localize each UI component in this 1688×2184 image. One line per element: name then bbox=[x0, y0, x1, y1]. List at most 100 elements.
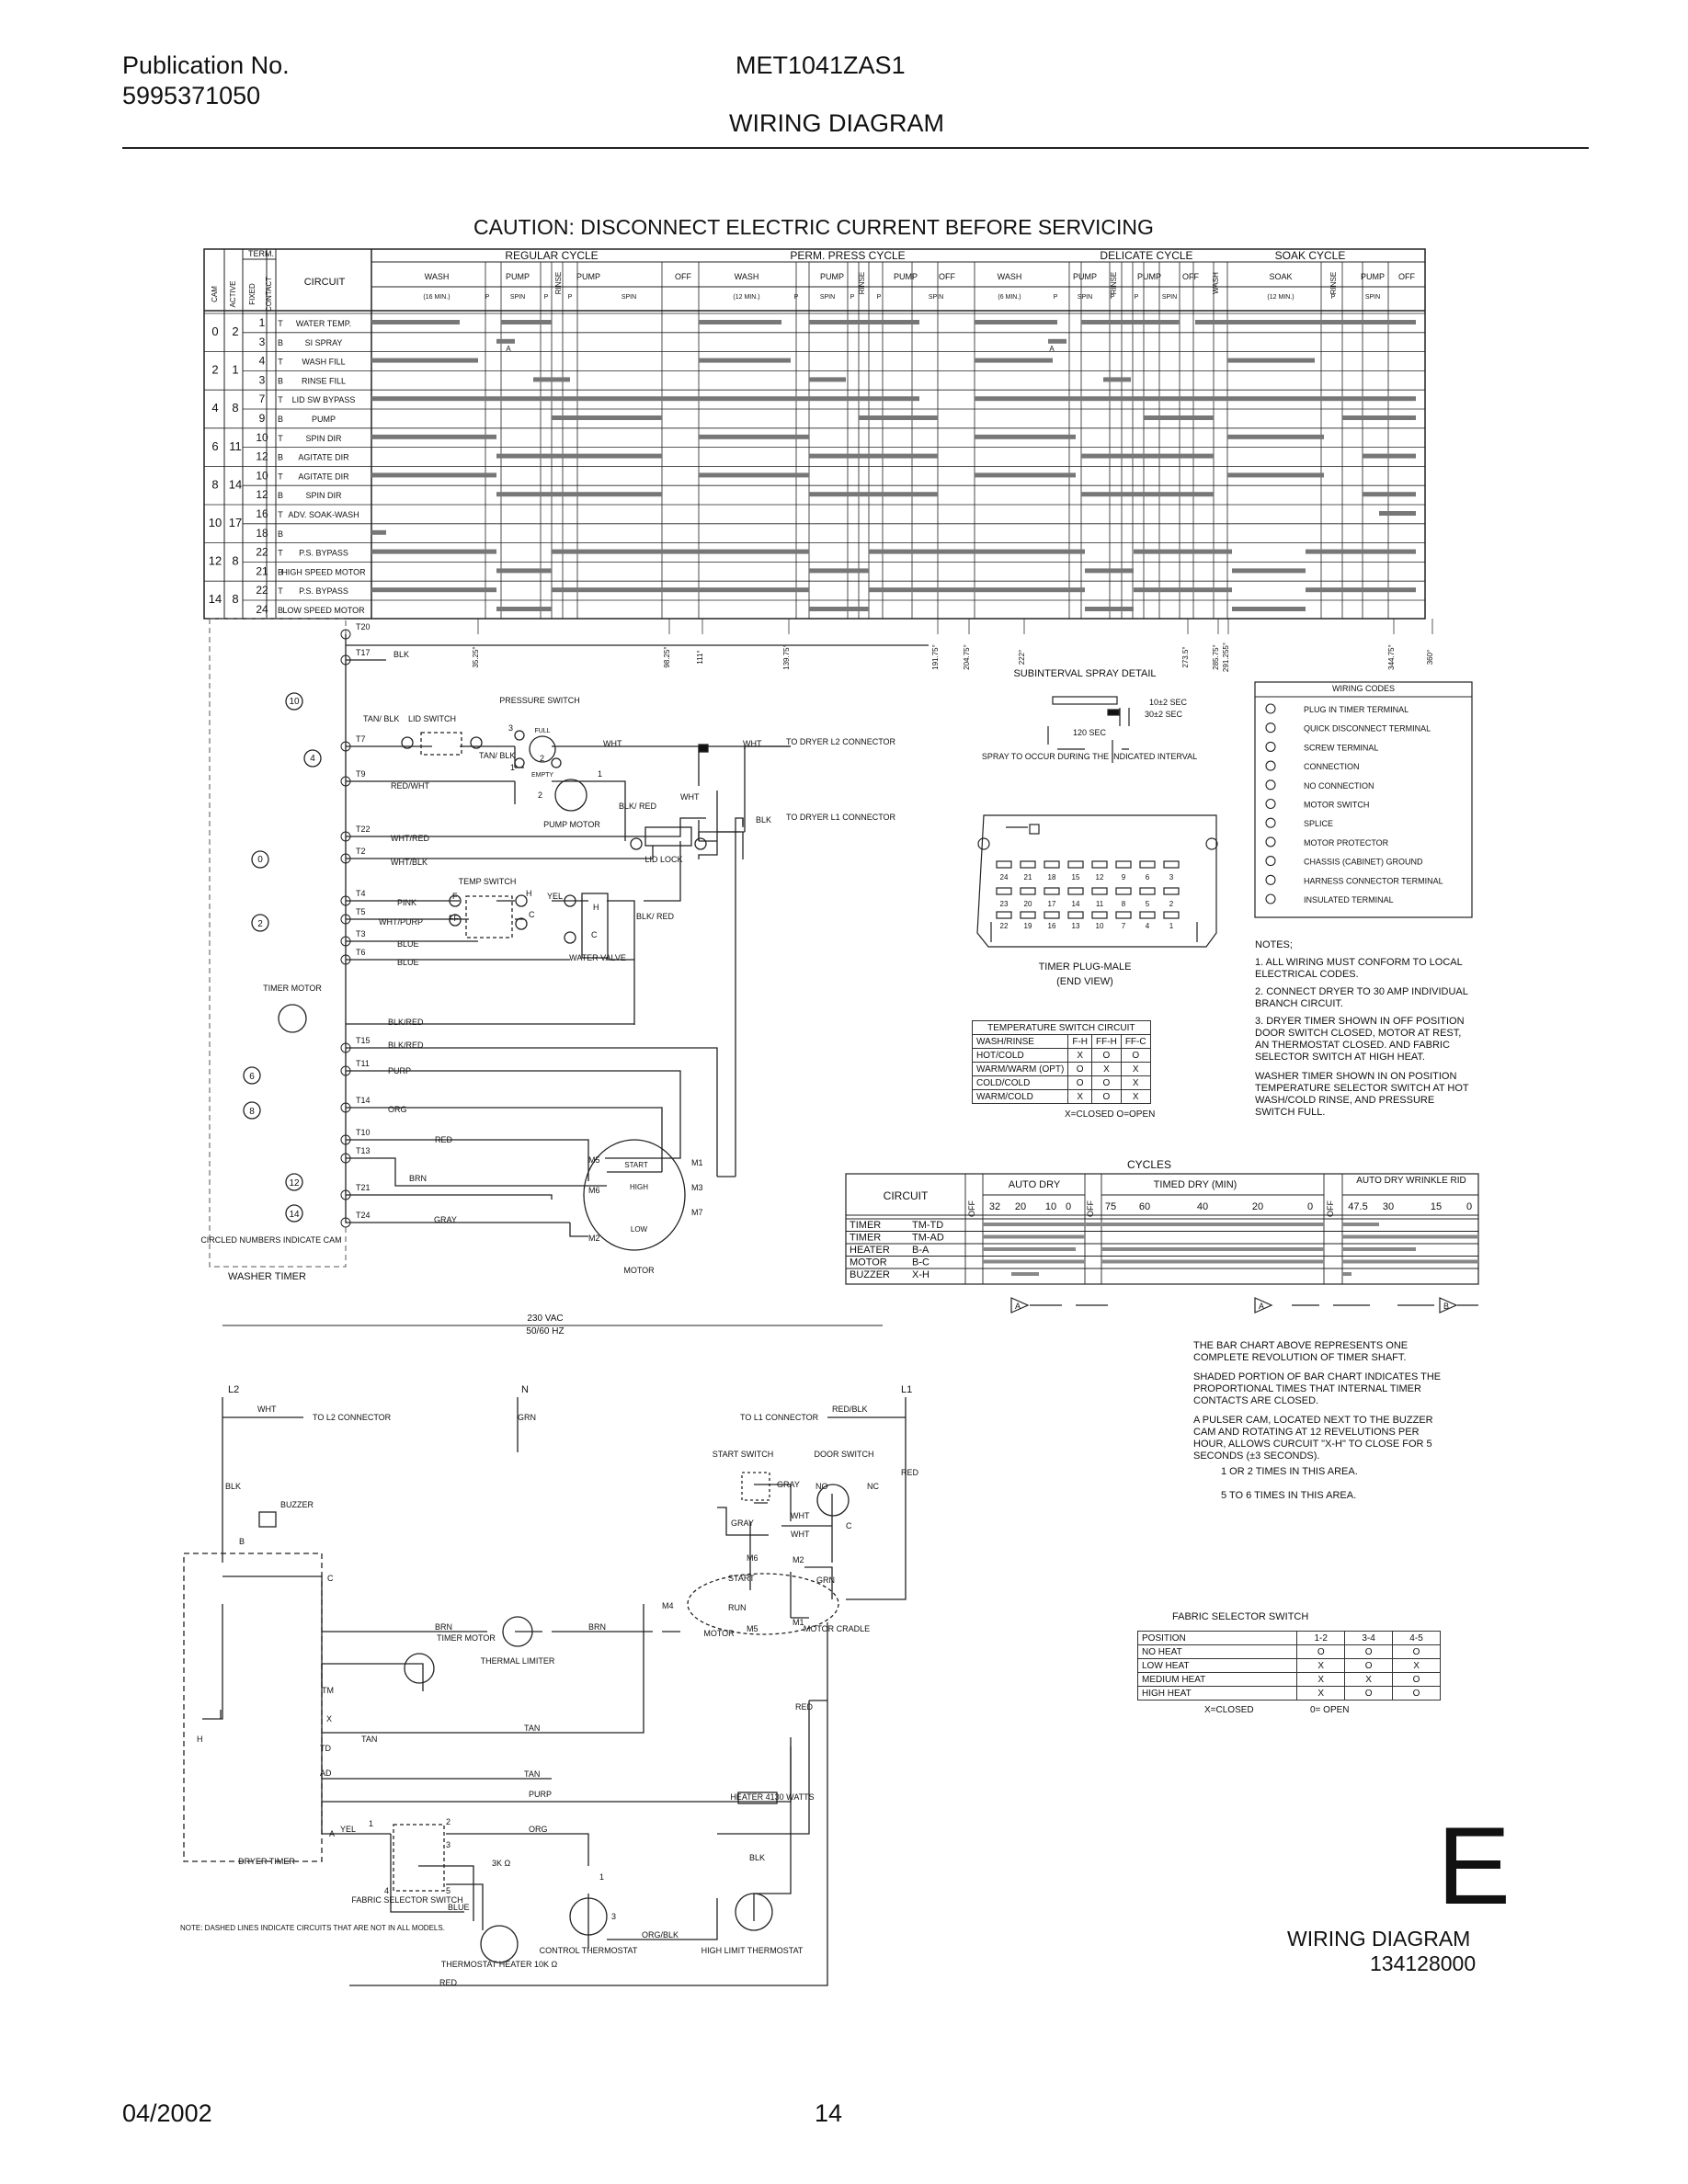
plug-pin bbox=[1091, 911, 1108, 919]
dryer-pin-label: A bbox=[329, 1829, 335, 1838]
table-cell: O bbox=[1067, 1062, 1093, 1076]
cam-bar bbox=[496, 492, 662, 497]
active-number: 1 bbox=[232, 363, 238, 377]
motor-cradle-label: MOTOR CRADLE bbox=[804, 1624, 870, 1633]
cam-bar bbox=[1103, 377, 1131, 382]
cam-bar bbox=[371, 529, 386, 535]
pulse-mark: A bbox=[506, 345, 511, 353]
sub-label: PUMP bbox=[1073, 272, 1097, 281]
circuit-name: P.S. BYPASS bbox=[299, 549, 348, 558]
table-cell: O bbox=[1344, 1644, 1394, 1659]
cam-bar bbox=[496, 453, 662, 459]
plug-number: 15 bbox=[1072, 873, 1080, 882]
plug-pin bbox=[1163, 911, 1180, 919]
dryer-wire-color: TAN bbox=[524, 1769, 540, 1779]
circuit-code: X-H bbox=[912, 1269, 930, 1280]
terminal-label: T15 bbox=[356, 1036, 371, 1045]
high-limit-label: HIGH LIMIT THERMOSTAT bbox=[701, 1946, 804, 1955]
wire-color: PINK bbox=[397, 898, 416, 907]
terminal-label: T2 bbox=[356, 847, 366, 856]
wiring-codes-title: WIRING CODES bbox=[1332, 684, 1395, 693]
tick-label: 47.5 bbox=[1348, 1201, 1367, 1212]
terminal-label: T9 bbox=[356, 769, 366, 779]
fabric-header: 4-5 bbox=[1392, 1631, 1441, 1645]
water-valve-label: WATER VALVE bbox=[569, 953, 626, 962]
table-cell: O bbox=[1392, 1672, 1441, 1687]
sub-sub-label: SPIN bbox=[1078, 294, 1092, 301]
circuit-name: RINSE FILL bbox=[302, 376, 346, 385]
cam-bar bbox=[496, 568, 552, 574]
washer-timer-box bbox=[209, 618, 347, 1268]
notes-title: NOTES; bbox=[1255, 939, 1293, 950]
motor-label: MOTOR bbox=[623, 1266, 655, 1275]
dryer-wire-color: TAN bbox=[524, 1723, 540, 1733]
terminal-label: T13 bbox=[356, 1146, 371, 1155]
to-l2-label: TO L2 CONNECTOR bbox=[313, 1413, 392, 1422]
empty-label: EMPTY bbox=[531, 772, 553, 779]
sub-label: OFF bbox=[1398, 272, 1415, 281]
plug-pin bbox=[1044, 860, 1060, 869]
pin-label: M3 bbox=[691, 1183, 703, 1192]
page-number: 14 bbox=[815, 2099, 843, 2127]
tick-label: 0 bbox=[1466, 1201, 1472, 1212]
cam-bar bbox=[1363, 453, 1416, 459]
publication-number: 5995371050 bbox=[122, 82, 261, 109]
cam-number: 14 bbox=[209, 592, 222, 606]
sub-label: PUMP bbox=[506, 272, 530, 281]
dryer-cycle-bar bbox=[983, 1223, 1324, 1226]
circuit-title: CIRCUIT bbox=[884, 1189, 929, 1202]
sub-sub-label: SPIN bbox=[622, 294, 636, 301]
table-cell: O bbox=[1344, 1658, 1394, 1673]
table-cell: LOW HEAT bbox=[1136, 1658, 1298, 1673]
cam-label: 8 bbox=[249, 1107, 255, 1117]
subinterval-title: SUBINTERVAL SPRAY DETAIL bbox=[1013, 668, 1156, 679]
cam-bar bbox=[809, 453, 938, 459]
start-label: START bbox=[624, 1161, 648, 1169]
plug-pin bbox=[1091, 860, 1108, 869]
fabric-selector-label: FABRIC SELECTOR SWITCH bbox=[351, 1895, 462, 1905]
fixed-number: 18 bbox=[256, 527, 268, 540]
contact-letter: T bbox=[278, 472, 283, 481]
cam-number: 0 bbox=[211, 324, 218, 338]
fixed-number: 12 bbox=[256, 488, 268, 501]
wire-color: RED bbox=[435, 1135, 453, 1144]
table-cell: COLD/COLD bbox=[971, 1075, 1069, 1090]
cam-bar bbox=[552, 587, 809, 593]
terminal-label: T7 bbox=[356, 734, 366, 744]
pump-motor-label: PUMP MOTOR bbox=[543, 820, 600, 829]
wire-color: BLK bbox=[756, 815, 771, 825]
dryer-wire-color: WHT bbox=[791, 1530, 810, 1539]
wire-color: WHT bbox=[603, 739, 622, 748]
pin-label: H bbox=[526, 889, 532, 898]
pin-label: M7 bbox=[691, 1208, 703, 1217]
fixed-number: 22 bbox=[256, 584, 268, 597]
dryer-wire-color: BLK bbox=[225, 1482, 241, 1491]
dryer-cycle-bar bbox=[1342, 1259, 1478, 1264]
sub-sub-label: (12 MIN.) bbox=[1267, 294, 1294, 301]
sub-sub-label: P bbox=[877, 294, 882, 301]
timer-plug-subtitle: (END VIEW) bbox=[1056, 976, 1113, 987]
active-number: 11 bbox=[229, 439, 242, 453]
arrow-marker bbox=[1439, 1297, 1458, 1314]
sub-label: PUMP bbox=[576, 272, 600, 281]
degree-label: 139.75° bbox=[782, 644, 791, 670]
degree-label: 291.255° bbox=[1222, 643, 1230, 672]
active-number: 17 bbox=[229, 516, 242, 529]
plug-pin bbox=[996, 887, 1012, 895]
sub-sub-label: SPIN bbox=[929, 294, 943, 301]
wire-color: PURP bbox=[388, 1066, 411, 1075]
cycle-title: REGULAR CYCLE bbox=[505, 249, 598, 262]
dryer-pin-label: 2 bbox=[446, 1817, 451, 1826]
cam-bar bbox=[1081, 320, 1180, 324]
terminal-label: T6 bbox=[356, 948, 366, 957]
wire-color: WHT/PURP bbox=[379, 917, 423, 927]
cam-bar bbox=[1363, 492, 1416, 497]
dryer-pin-label: 3 bbox=[446, 1840, 451, 1849]
arrow-mark: B bbox=[1443, 1302, 1449, 1311]
circuit-code: TM-AD bbox=[912, 1233, 944, 1244]
circuit-name: LOW SPEED MOTOR bbox=[282, 606, 365, 615]
cam-label: 0 bbox=[257, 855, 263, 865]
fixed-number: 21 bbox=[256, 564, 268, 577]
terminal-label: T21 bbox=[356, 1183, 371, 1192]
